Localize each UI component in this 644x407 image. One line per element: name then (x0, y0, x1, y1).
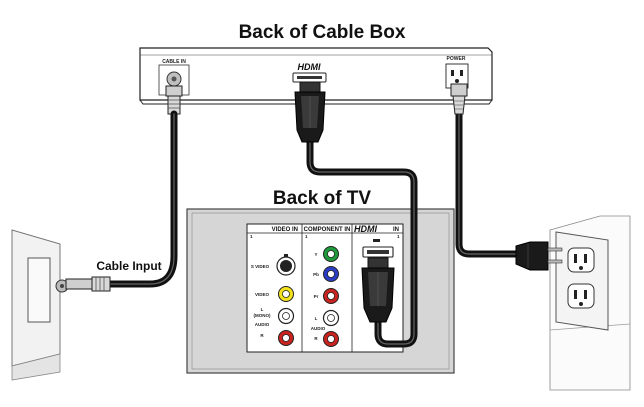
power-connector-box (450, 83, 468, 115)
pb-label: Pb (313, 272, 319, 277)
left-wall (11, 229, 69, 381)
cable-box-title: Back of Cable Box (239, 22, 406, 43)
hdmi-in-number: 1 (397, 234, 400, 239)
coax-connector-box (165, 85, 183, 115)
y-label: Y (314, 252, 317, 257)
hdmi-cable (306, 136, 418, 348)
video-in-number: 1 (250, 234, 253, 239)
pr-label: Pr (314, 294, 319, 299)
component-in-header: COMPONENT IN (304, 227, 351, 233)
hdmi-plug-tv (361, 257, 395, 323)
comp-r-label: R (314, 336, 318, 341)
comp-l-label: L (315, 316, 318, 321)
wall-coax-plate (27, 257, 51, 323)
l-mono-label-2: (MONO) (254, 313, 271, 318)
hdmi-logo: HDMI (298, 62, 321, 72)
wall-outlet-plate (555, 231, 609, 331)
tv-title: Back of TV (273, 188, 372, 209)
coax-cable (104, 110, 178, 288)
cable-box: CABLE IN HDMI POWER (139, 47, 493, 105)
s-video-label: S VIDEO (251, 264, 270, 269)
comp-audio-label: AUDIO (311, 326, 326, 331)
video-in-header: VIDEO IN (272, 227, 298, 233)
hdmi-in-logo: HDMI (354, 224, 377, 234)
right-wall (549, 215, 631, 391)
outlet-socket-bottom (567, 283, 595, 309)
r-label: R (260, 333, 264, 338)
cable-in-label: CABLE IN (162, 59, 186, 65)
l-mono-label-1: L (261, 307, 264, 312)
cable-input-label: Cable Input (96, 259, 161, 273)
hdmi-plug-box (294, 81, 326, 143)
power-cable (455, 108, 524, 258)
audio-label: AUDIO (255, 322, 270, 327)
coax-connector-wall (65, 276, 111, 292)
outlet-socket-top (567, 247, 595, 273)
hdmi-in-suffix: IN (393, 227, 399, 233)
power-plug (515, 241, 563, 271)
component-in-number: 1 (305, 234, 308, 239)
video-label: VIDEO (255, 292, 270, 297)
power-label: POWER (447, 56, 466, 62)
